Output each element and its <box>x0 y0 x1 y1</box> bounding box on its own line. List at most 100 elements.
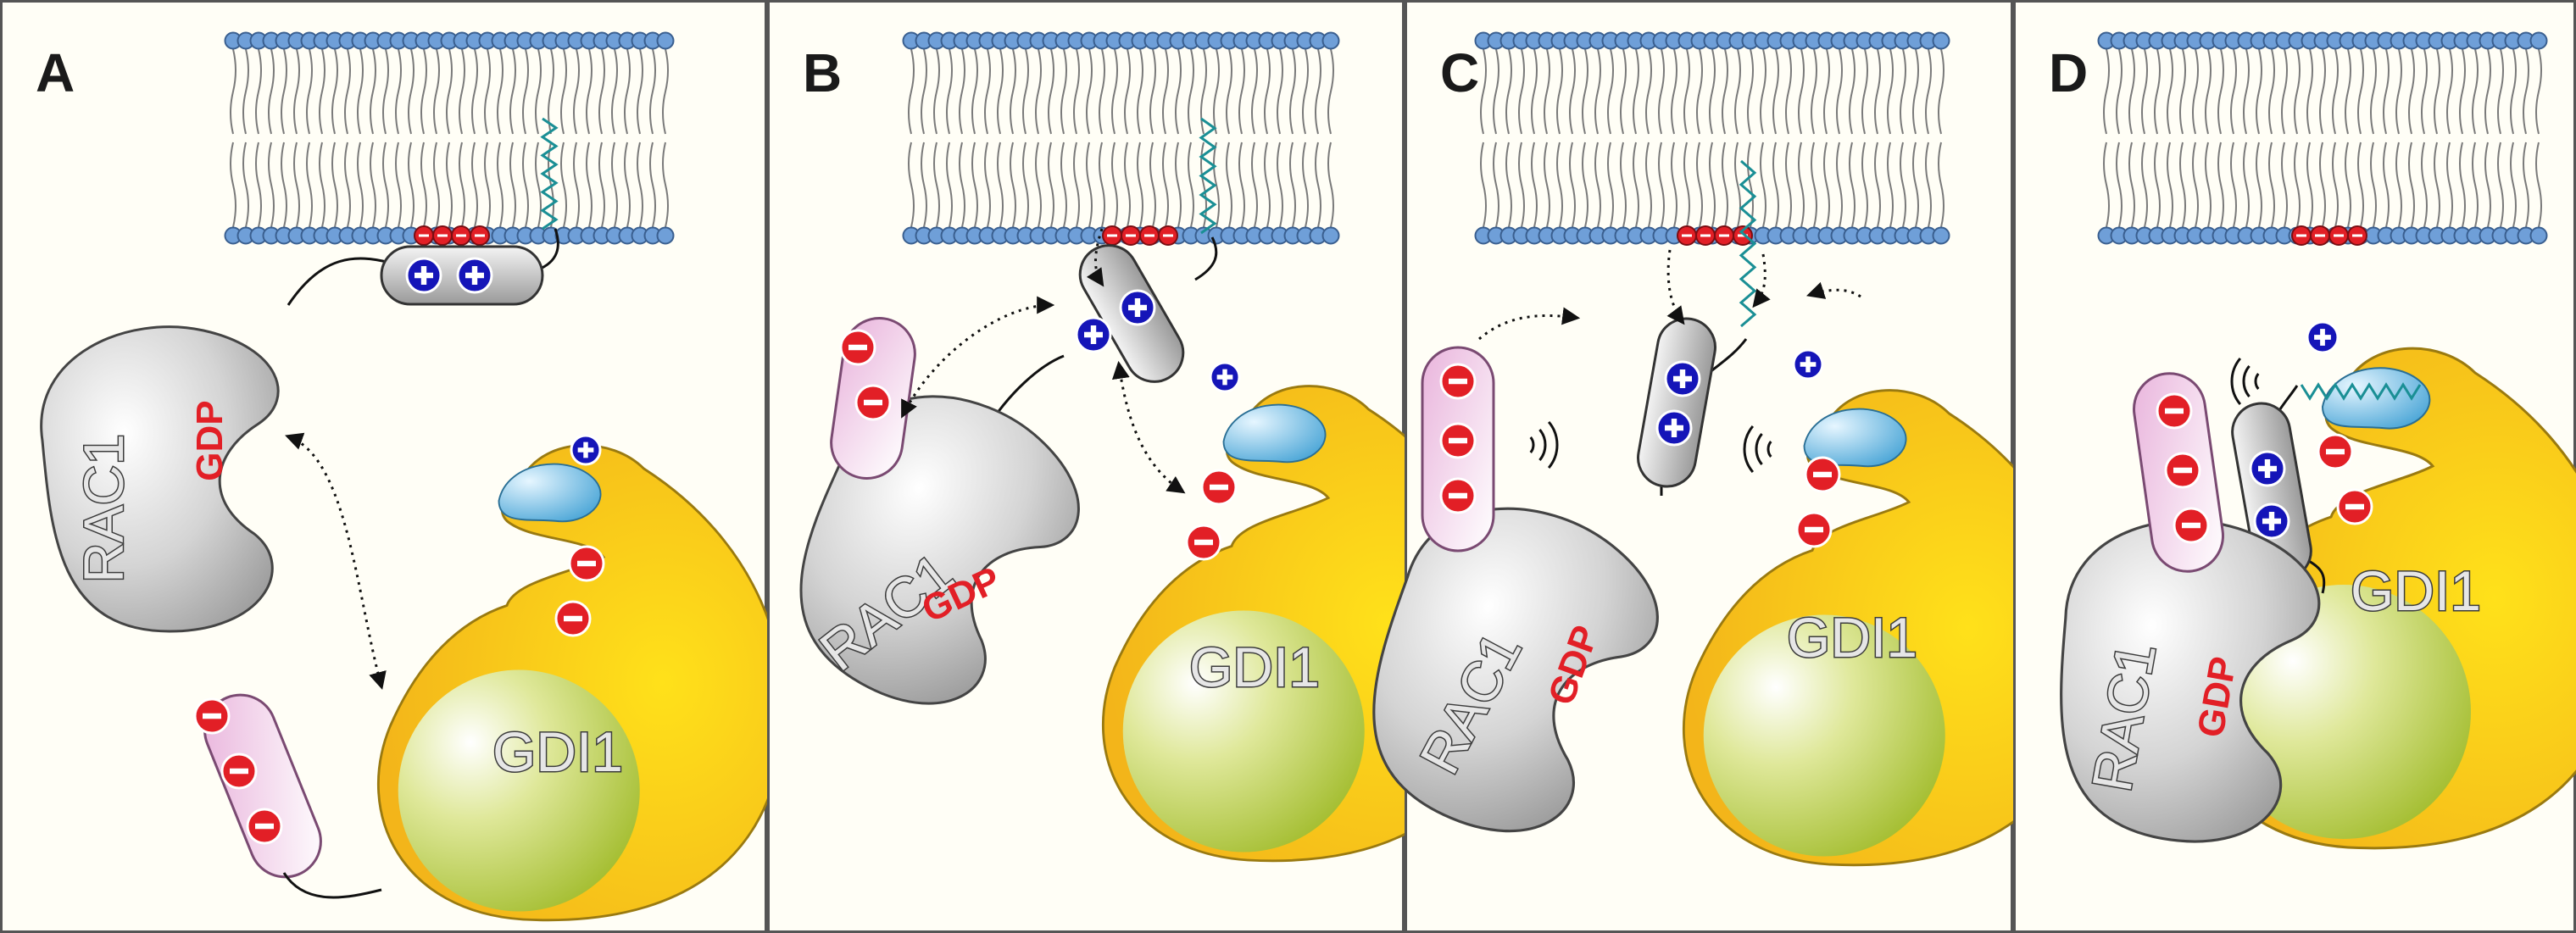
polybasic-region-body <box>1637 317 1716 488</box>
lipid-tail <box>921 48 927 228</box>
lipid-tail <box>1010 48 1016 228</box>
gdi1-ig-domain <box>1122 610 1365 852</box>
acidic-tail-body <box>203 693 322 879</box>
lipid-tail <box>1607 48 1614 228</box>
lipid-tail <box>1696 48 1703 228</box>
lipid-tail <box>2345 48 2351 228</box>
panel-letter: C <box>1440 42 1479 103</box>
rac1-label: RAC1 <box>72 434 135 583</box>
lipid-tail <box>2205 48 2212 228</box>
lipid-head <box>1932 31 1950 50</box>
lipid-tail <box>1798 48 1805 228</box>
lipid-tail <box>1772 48 1779 228</box>
lipid-tail <box>1188 48 1194 228</box>
lipid-tail <box>535 48 542 228</box>
lipid-tail <box>1912 48 1919 228</box>
lipid-tail <box>1022 48 1029 228</box>
gdi1-lipid-pocket <box>498 463 602 523</box>
lipid-tail <box>1900 48 1906 228</box>
lipid-tail <box>2472 48 2479 228</box>
lipid-tail <box>2395 48 2402 228</box>
lipid-tail <box>1811 48 1817 228</box>
lipid-tail <box>598 48 605 228</box>
lipid-tail <box>446 48 453 228</box>
lipid-tail <box>255 48 262 228</box>
rac1-body <box>40 325 280 633</box>
lipid-tail <box>1938 48 1945 228</box>
lipid-tail <box>230 48 236 228</box>
lipid-tail <box>1709 48 1716 228</box>
lipid-tail <box>408 48 414 228</box>
vibration-mark <box>1743 425 1755 474</box>
lipid-tail <box>1162 48 1169 228</box>
lipid-tail <box>2408 48 2415 228</box>
lipid-tail <box>2459 48 2466 228</box>
prenyl-anchor <box>540 117 559 230</box>
lipid-tail <box>2243 48 2250 228</box>
lipid-tail <box>2510 48 2517 228</box>
lipid-tail <box>1620 48 1627 228</box>
double-dotted-arrow <box>1111 360 1186 494</box>
dotted-arrow <box>1478 307 1581 341</box>
lipid-tail <box>1493 48 1499 228</box>
gdi1-label: GDI1 <box>1787 606 1917 669</box>
gdp-label: GDP <box>189 400 231 480</box>
lipid-tail <box>2179 48 2186 228</box>
lipid-tail <box>306 48 313 228</box>
lipid-tail <box>971 48 978 228</box>
gdi1-lipid-pocket <box>1222 403 1327 464</box>
lipid-tail <box>509 48 516 228</box>
lipid-tail <box>2484 48 2491 228</box>
lipid-head <box>1321 226 1340 245</box>
dotted-arrow <box>1086 228 1104 287</box>
lipid-tail <box>2154 48 2161 228</box>
lipid-tail <box>1734 48 1741 228</box>
vibration-mark <box>1538 428 1547 462</box>
lipid-tail <box>1722 48 1728 228</box>
lipid-tail <box>1060 48 1067 228</box>
lipid-tail <box>433 48 440 228</box>
lipid-tail <box>1683 48 1690 228</box>
lipid-tail <box>1200 48 1207 228</box>
vibration-mark <box>1755 432 1763 466</box>
lipid-head <box>2529 226 2548 245</box>
lipid-tail <box>344 48 351 228</box>
lipid-tail <box>2332 48 2339 228</box>
lipid-tail <box>1048 48 1054 228</box>
lipid-tail <box>497 48 504 228</box>
lipid-tail <box>1785 48 1792 228</box>
gdi1-ig-domain <box>398 669 640 912</box>
lipid-tail <box>1124 48 1131 228</box>
lipid-tail <box>1238 48 1245 228</box>
rac1-protein <box>40 325 280 633</box>
lipid-tail <box>1226 48 1232 228</box>
lipid-tail <box>2421 48 2428 228</box>
lipid-tail <box>2357 48 2364 228</box>
prenyl-anchor <box>1199 117 1217 235</box>
lipid-tail <box>459 48 465 228</box>
lipid-tail <box>2192 48 2199 228</box>
lipid-tail <box>1747 48 1754 228</box>
lipid-tail <box>1289 48 1296 228</box>
vibration-mark <box>2242 364 2251 398</box>
lipid-tail <box>2281 48 2288 228</box>
lipid-tail <box>1594 48 1601 228</box>
lipid-tail <box>2497 48 2504 228</box>
lipid-tail <box>268 48 275 228</box>
lipid-tail <box>624 48 631 228</box>
lipid-bilayer <box>2097 31 2548 245</box>
lipid-tail <box>908 48 915 228</box>
lipid-tail <box>1925 48 1932 228</box>
lipid-tail <box>370 48 376 228</box>
lipid-tail <box>357 48 364 228</box>
lipid-head <box>1321 31 1340 50</box>
lipid-tail <box>997 48 1004 228</box>
lipid-tail <box>1823 48 1830 228</box>
lipid-tail <box>1569 48 1576 228</box>
lipid-tail <box>573 48 580 228</box>
lipid-tail <box>2268 48 2275 228</box>
lipid-tail <box>2306 48 2313 228</box>
